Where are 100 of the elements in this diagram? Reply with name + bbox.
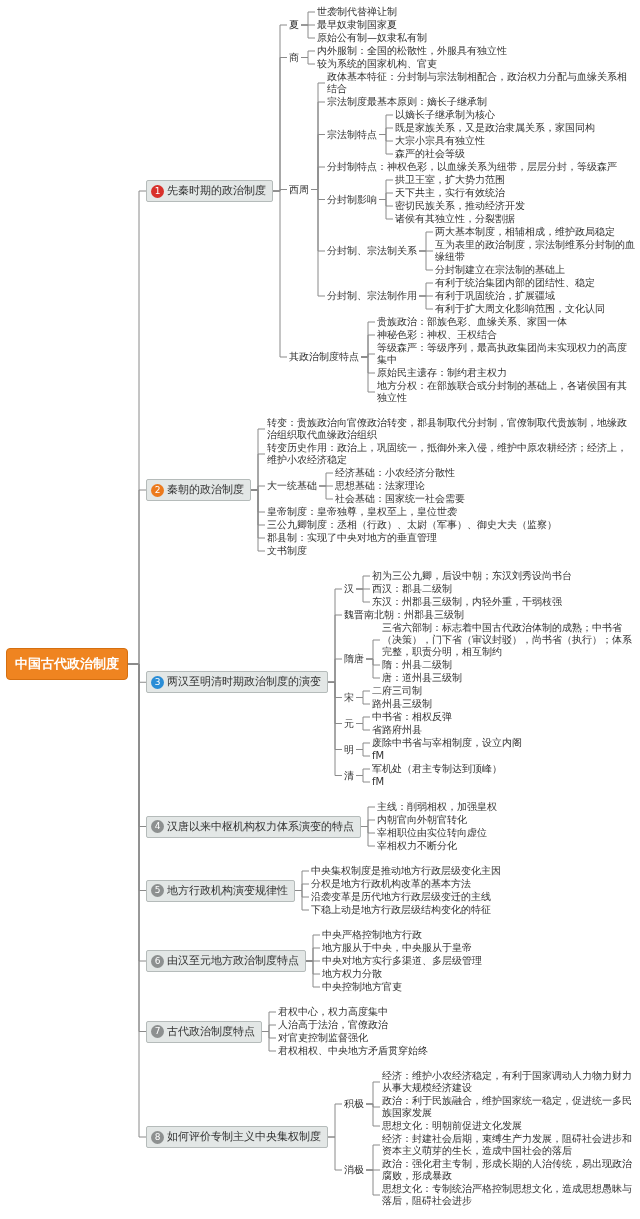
topic-title: 古代政治制度特点 bbox=[167, 1024, 255, 1039]
item-text: 有利于统治集团内部的团结性、稳定 bbox=[433, 277, 597, 289]
branch-text: 主线：削弱相权，加强皇权 bbox=[375, 801, 499, 813]
branch-text: 商 bbox=[287, 51, 301, 64]
branch-text: 地方服从于中央，中央服从于皇帝 bbox=[320, 942, 474, 954]
item-text: 初为三公九卿，后设中朝；东汉刘秀设尚书台 bbox=[370, 570, 574, 582]
item-text: 废除中书省与宰相制度，设立内阁 bbox=[370, 737, 524, 749]
item-text: 唐：道州县三级制 bbox=[380, 672, 464, 684]
item-text: 神秘色彩：神权、王权结合 bbox=[375, 329, 499, 341]
item-text: 最早奴隶制国家夏 bbox=[315, 19, 399, 31]
item-text: 政体基本特征：分封制与宗法制相配合，政治权力分配与血缘关系相结合 bbox=[325, 71, 637, 95]
topic-box bbox=[146, 815, 361, 838]
item-text: 军机处（君主专制达到顶峰） bbox=[370, 763, 504, 775]
item-text: 以嫡长子继承制为核心 bbox=[393, 109, 497, 121]
item-text: 经济：维护小农经济稳定，有利于国家调动人力物力财力从事大规模经济建设 bbox=[380, 1070, 637, 1094]
item-text: 原始民主遗存：制约君主权力 bbox=[375, 367, 509, 379]
topic-box bbox=[146, 180, 273, 202]
topic-box bbox=[146, 671, 328, 694]
item-text: 分封制建立在宗法制的基础上 bbox=[433, 264, 567, 276]
topic-box bbox=[146, 879, 295, 902]
item-text: 有利于巩固统治，扩展疆域 bbox=[433, 290, 557, 302]
item-text: 内外服制：全国的松散性，外服具有独立性 bbox=[315, 45, 509, 57]
number-badge: 8 bbox=[151, 1130, 164, 1144]
topic-box bbox=[146, 950, 306, 972]
item-text: 密切民族关系，推动经济开发 bbox=[393, 200, 527, 212]
branch-text: 下稳上动是地方行政层级结构变化的特征 bbox=[309, 904, 493, 916]
topic-title: 由汉至元地方政治制度特点 bbox=[167, 954, 299, 968]
branch-text: 君权中心，权力高度集中 bbox=[276, 1006, 390, 1018]
connector-line bbox=[355, 697, 371, 705]
branch-text: 宰相权力不断分化 bbox=[375, 840, 459, 852]
branch-text: 皇帝制度：皇帝独尊，皇权至上，皇位世袭 bbox=[265, 506, 459, 518]
branch-text: 三公九卿制度：丞相（行政）、太尉（军事）、御史大夫（监察） bbox=[265, 519, 559, 531]
branch-text: 清 bbox=[342, 769, 356, 782]
topic-title: 地方行政机构演变规律性 bbox=[167, 883, 288, 898]
connector-line bbox=[355, 749, 371, 757]
connector-line bbox=[418, 250, 434, 271]
topic-title: 两汉至明清时期政治制度的演变 bbox=[167, 675, 321, 690]
topic-title: 汉唐以来中枢机构权力体系演变的特点 bbox=[167, 819, 354, 834]
branch-text: 隋唐 bbox=[342, 653, 366, 665]
number-badge: 3 bbox=[151, 675, 164, 689]
item-text: fM bbox=[370, 750, 387, 762]
number-badge: 1 bbox=[151, 184, 164, 198]
number-badge: 7 bbox=[151, 1025, 164, 1038]
item-text: 政治：强化君主专制，形成长期的人治传统，易出现政治腐败，形成暴政 bbox=[380, 1158, 637, 1182]
item-text: 两大基本制度，相辅相成，维护政局稳定 bbox=[433, 226, 617, 238]
item-text: 中书省：相权反弹 bbox=[370, 711, 454, 723]
connector-line bbox=[272, 190, 288, 358]
branch-text: 中央控制地方官吏 bbox=[320, 981, 404, 993]
branch-text: 内朝官向外朝官转化 bbox=[375, 814, 469, 826]
item-text: 政治：利于民族融合，维护国家统一稳定，促进统一多民族国家发展 bbox=[380, 1095, 637, 1119]
connector-line bbox=[355, 723, 371, 731]
item-text: 思想文化：明朝前促进文化发展 bbox=[380, 1120, 524, 1132]
item-text: 宗法制度最基本原则：嫡长子继承制 bbox=[325, 96, 489, 108]
item-text: 经济基础：小农经济分散性 bbox=[333, 467, 457, 479]
connector-line bbox=[355, 775, 371, 783]
item-text: 贵族政治：部族色彩、血缘关系、家国一体 bbox=[375, 316, 569, 328]
item-text: 思想文化：专制统治严格控制思想文化，造成思想愚昧与落后，阻碍社会进步 bbox=[380, 1183, 637, 1207]
branch-text: 中央严格控制地方行政 bbox=[320, 929, 424, 941]
item-text: 等级森严：等级序列，最高执政集团尚未实现权力的高度集中 bbox=[375, 342, 637, 366]
branch-text: 魏晋南北朝：州郡县三级制 bbox=[342, 609, 466, 621]
item-text: 有利于扩大周文化影响范围，文化认同 bbox=[433, 303, 607, 315]
branch-text: 分封制影响 bbox=[325, 193, 379, 206]
item-text: 二府三司制 bbox=[370, 685, 424, 697]
number-badge: 5 bbox=[151, 884, 164, 897]
branch-text: 文书制度 bbox=[265, 545, 309, 557]
branch-text: 元 bbox=[342, 717, 356, 730]
branch-text: 转变历史作用：政治上，巩固统一，抵御外来入侵，维护中原农耕经济；经济上，维护小农经济稳定 bbox=[265, 442, 637, 466]
branch-text: 宋 bbox=[342, 691, 356, 704]
item-text: 互为表里的政治制度，宗法制维系分封制的血缘纽带 bbox=[433, 239, 637, 263]
item-text: 社会基础：国家统一社会需要 bbox=[333, 493, 467, 505]
item-text: 森严的社会等级 bbox=[393, 148, 467, 160]
branch-text: 分封制、宗法制作用 bbox=[325, 290, 419, 302]
branch-text: 夏 bbox=[287, 19, 301, 31]
topic-box bbox=[146, 1020, 262, 1043]
item-text: 既是家族关系，又是政治隶属关系，家国同构 bbox=[393, 122, 597, 134]
connector-line bbox=[300, 24, 316, 39]
branch-text: 消极 bbox=[342, 1164, 366, 1176]
item-text: 大宗小宗具有独立性 bbox=[393, 135, 487, 147]
item-text: 路州县三级制 bbox=[370, 698, 434, 710]
branch-text: 西周 bbox=[287, 183, 311, 196]
branch-text: 对官吏控制监督强化 bbox=[276, 1032, 370, 1044]
item-text: 诸侯有其独立性，分裂割据 bbox=[393, 213, 517, 225]
branch-text: 大一统基础 bbox=[265, 480, 319, 492]
item-text: 三省六部制：标志着中国古代政治体制的成熟；中书省（决策），门下省（审议封驳），尚书省（执行）；体系完整，职责分明，相互制约 bbox=[380, 622, 637, 658]
branch-text: 汉 bbox=[342, 583, 356, 595]
branch-text: 宗法制特点 bbox=[325, 128, 379, 141]
connector-line bbox=[360, 356, 376, 393]
topic-title: 秦朝的政治制度 bbox=[167, 483, 244, 497]
item-text: 省路府州县 bbox=[370, 724, 424, 736]
connector-line bbox=[365, 1103, 381, 1127]
item-text: 东汉：州郡县三级制，内轻外重，干弱枝强 bbox=[370, 596, 564, 608]
connector-line bbox=[250, 489, 266, 552]
branch-text: 中央对地方实行多渠道、多层级管理 bbox=[320, 955, 484, 967]
connector-line bbox=[327, 1136, 343, 1171]
item-text: 分封制特点：神权色彩，以血缘关系为纽带，层层分封，等级森严 bbox=[325, 161, 619, 173]
connector-line bbox=[418, 295, 434, 310]
connector-line bbox=[327, 681, 343, 776]
item-text: 拱卫王室，扩大势力范围 bbox=[393, 174, 507, 186]
branch-text: 宰相职位由实位转向虚位 bbox=[375, 827, 489, 839]
topic-box bbox=[146, 1126, 328, 1148]
